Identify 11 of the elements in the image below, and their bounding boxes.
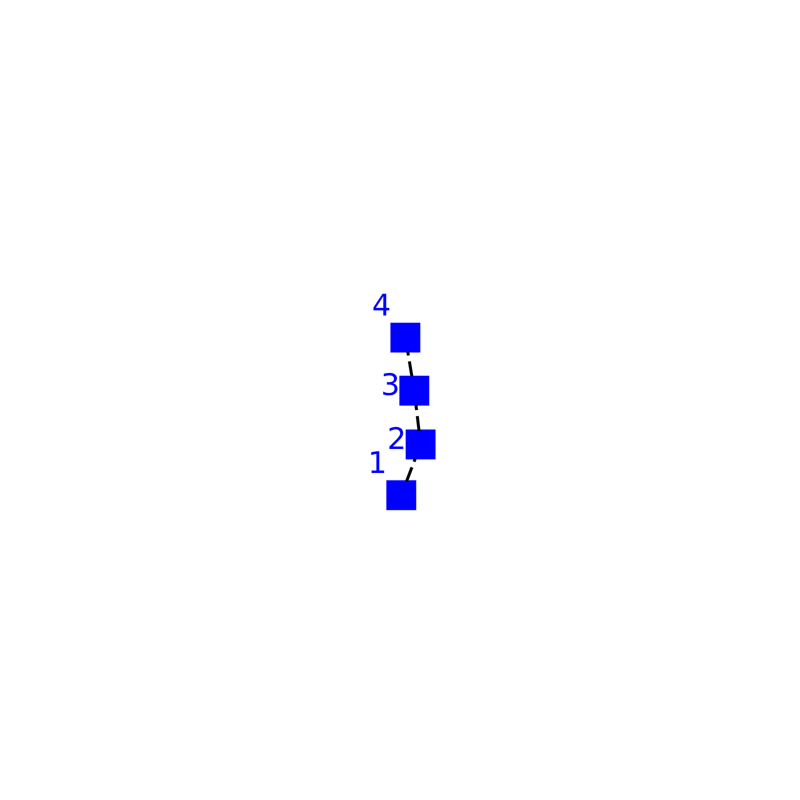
node-box — [398, 376, 429, 406]
node-label: 1 — [367, 446, 386, 481]
node-box — [386, 480, 416, 510]
node-label: 3 — [380, 368, 400, 404]
node-box — [390, 322, 420, 353]
connector — [406, 352, 413, 376]
connector — [404, 458, 416, 482]
connector — [414, 404, 420, 432]
node-label: 2 — [386, 422, 406, 457]
node-label: 4 — [371, 288, 390, 324]
node-box — [405, 430, 436, 460]
